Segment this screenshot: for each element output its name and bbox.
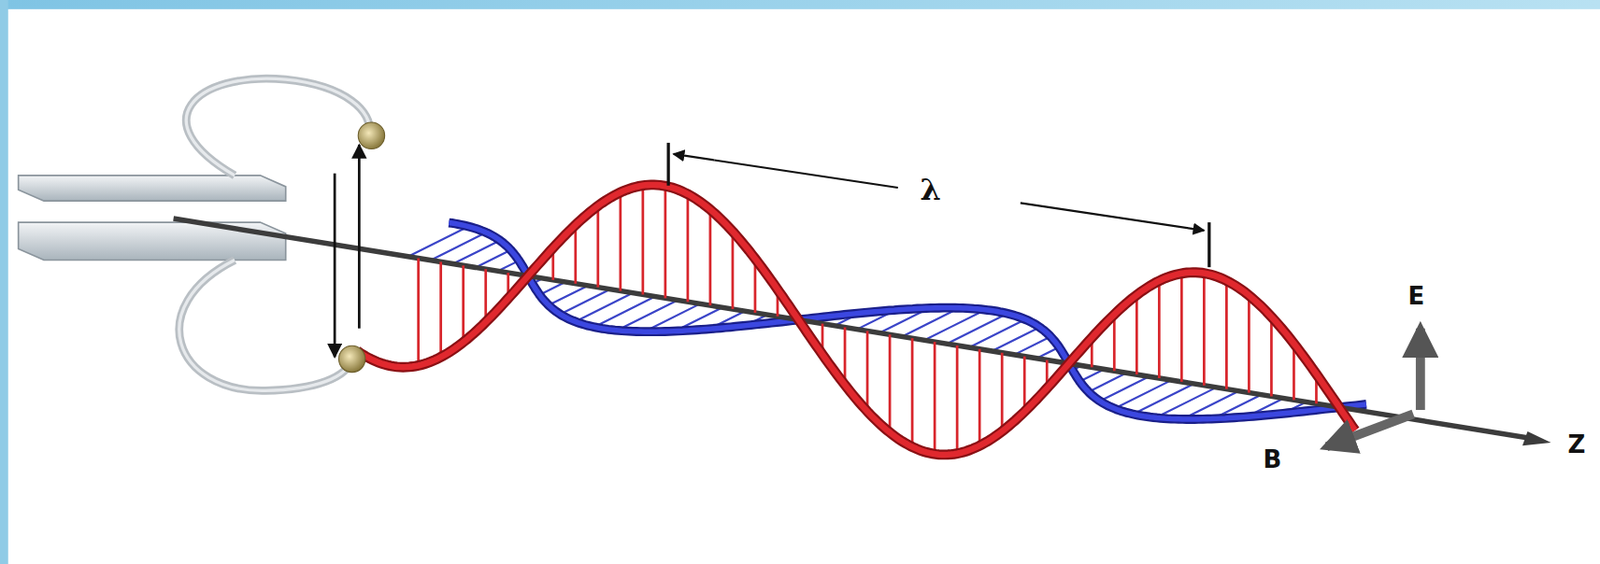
- b-field-vector: [1100, 376, 1150, 401]
- b-field-vector: [559, 289, 610, 315]
- axis-arrowhead: [1522, 431, 1552, 446]
- e-field-vector: [1180, 273, 1184, 383]
- e-field-vector: [1113, 314, 1116, 372]
- z-axis-label: Z: [1567, 432, 1586, 458]
- b-field-vector: [594, 297, 656, 329]
- b-field-vector: [475, 250, 512, 269]
- b-field-vector: [616, 300, 678, 330]
- e-field-wave: [357, 185, 1356, 456]
- e-field-vector: [888, 334, 892, 433]
- b-axis-label: B: [1263, 447, 1283, 472]
- e-field-vector: [956, 345, 959, 455]
- e-field-vector: [978, 349, 982, 446]
- b-field-vector: [1014, 336, 1051, 355]
- e-field-vector: [573, 225, 577, 285]
- b-field-vector: [1088, 372, 1128, 392]
- e-field-vector: [1157, 281, 1161, 379]
- b-field-vector: [1156, 387, 1217, 418]
- e-field-vector: [731, 231, 735, 310]
- b-field-vector: [1114, 380, 1172, 409]
- propagation-axis: [173, 218, 1537, 440]
- e-field-vector: [1000, 353, 1004, 432]
- b-field-vector: [408, 227, 469, 258]
- e-field-vector: [933, 342, 937, 455]
- e-field-vector: [641, 185, 644, 296]
- e-field-vector: [1135, 295, 1139, 375]
- e-field-vector: [1202, 273, 1206, 386]
- b-field-vector: [453, 240, 500, 264]
- e-field-vector: [664, 185, 668, 299]
- e-field-vector: [1247, 295, 1251, 393]
- e-axis-label: E: [1408, 284, 1426, 309]
- wavelength-label: λ: [914, 174, 947, 205]
- b-field-vector: [548, 285, 588, 306]
- e-field-vector: [1270, 316, 1273, 397]
- b-field-vector: [991, 327, 1040, 352]
- e-field-vector: [866, 330, 870, 412]
- e-field-vector: [439, 261, 443, 358]
- e-field-vector: [618, 192, 622, 292]
- b-field-vector: [924, 310, 986, 342]
- e-field-vector: [461, 265, 465, 343]
- b-field-vector: [969, 319, 1026, 348]
- e-field-vector: [596, 205, 600, 287]
- e-field-vector: [416, 258, 420, 367]
- e-field-wave: [357, 185, 1356, 456]
- e-field-vector: [911, 338, 915, 447]
- e-field-vector: [1023, 357, 1027, 413]
- b-field-vector: [946, 314, 1008, 344]
- e-field-vector: [709, 209, 713, 306]
- e-field-vector: [686, 194, 690, 302]
- b-field-vector: [430, 232, 486, 261]
- e-field-vector: [1225, 281, 1229, 390]
- b-field-vector: [1132, 384, 1194, 415]
- b-field-vector: [575, 293, 633, 323]
